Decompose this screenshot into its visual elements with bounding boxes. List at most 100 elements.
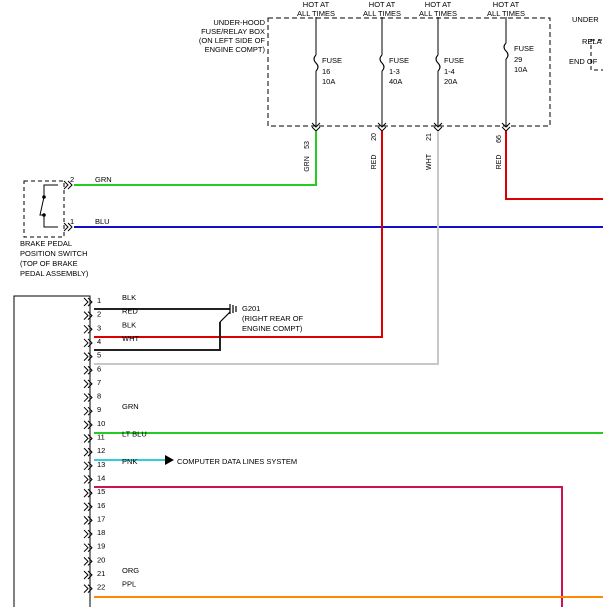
terminal-53-labels: 53 GRN <box>304 141 311 172</box>
fuse-output-lines <box>315 59 507 126</box>
pin-chevron <box>83 365 93 375</box>
pin-number: 18 <box>97 528 105 537</box>
pin-chevron <box>83 338 93 348</box>
fuse-relay-box <box>267 17 551 127</box>
brake-pin-2: 2 <box>70 175 74 184</box>
svg-text:END OF: END OF <box>569 57 598 66</box>
pin-chevron <box>83 488 93 498</box>
pin-number: 7 <box>97 378 101 387</box>
svg-text:FUSE/RELAY BOX: FUSE/RELAY BOX <box>201 27 265 36</box>
pin-number: 12 <box>97 446 105 455</box>
pin-chevron <box>83 447 93 457</box>
pin-chevron <box>83 516 93 525</box>
pin-chevron <box>83 420 93 430</box>
pin-chevron <box>83 406 93 416</box>
ground-id: G201 <box>242 304 260 313</box>
connector-pin-7: 7 <box>83 378 101 389</box>
connector-pin-10: 10 <box>83 419 105 430</box>
fuse-feed-lines <box>315 17 507 55</box>
connector-pin-15: 15 <box>83 487 105 498</box>
svg-text:10A: 10A <box>322 77 335 86</box>
pin-chevron <box>83 529 93 539</box>
svg-text:1-4: 1-4 <box>444 67 455 76</box>
svg-text:1-3: 1-3 <box>389 67 400 76</box>
pin-chevron <box>83 556 93 566</box>
pin-chevron <box>83 311 93 321</box>
pin-wire-label: BLK <box>122 293 136 302</box>
pin-number: 22 <box>97 583 105 592</box>
connector-pin-5: 5 <box>83 351 101 361</box>
wire-red-fuse-1-3 <box>94 131 383 338</box>
fuse-16-label: FUSE 16 10A <box>322 56 342 86</box>
wire-pnk-pin-13 <box>94 486 563 607</box>
connector-pin-14: 14 <box>83 473 105 484</box>
terminal-66-labels: 66 RED <box>496 135 503 169</box>
connector-pin-8: 8 <box>83 392 101 402</box>
brake-pedal-switch <box>23 180 73 238</box>
pin-wire-label: RED <box>122 307 138 316</box>
pin-number: 10 <box>97 419 105 428</box>
connector-pin-1: 1 BLK <box>83 293 136 307</box>
brake-pin-1: 1 <box>70 217 74 226</box>
right-partial-relay-label: RELA END OF <box>569 37 602 66</box>
pin-chevron <box>83 352 93 361</box>
wire-grn-brake <box>74 131 317 186</box>
svg-text:UNDER-HOOD: UNDER-HOOD <box>213 18 265 27</box>
svg-text:FUSE: FUSE <box>389 56 409 65</box>
fuse-symbols <box>313 42 509 72</box>
svg-text:40A: 40A <box>389 77 402 86</box>
wire-wht-fuse-1-4 <box>94 131 439 365</box>
pin-number: 1 <box>97 296 101 305</box>
svg-text:RED: RED <box>496 155 503 170</box>
svg-text:GRN: GRN <box>304 156 311 172</box>
svg-text:29: 29 <box>514 55 522 64</box>
brake-wire-blu-label: BLU <box>95 217 110 226</box>
connector-pin-2: 2 RED <box>83 307 138 321</box>
pin-chevron <box>83 297 93 307</box>
brake-switch-label: BRAKE PEDAL POSITION SWITCH (TOP OF BRAK… <box>20 239 89 278</box>
connector-pin-22: 22 PPL <box>83 580 136 594</box>
svg-text:RELA: RELA <box>582 37 602 46</box>
pin-wire-label: GRN <box>122 402 139 411</box>
svg-text:HOT AT: HOT AT <box>493 0 520 9</box>
pin-number: 2 <box>97 310 101 319</box>
pin-wire-label: BLK <box>122 320 136 329</box>
svg-text:(TOP OF BRAKE: (TOP OF BRAKE <box>20 259 78 268</box>
fuse-box-label: UNDER-HOOD FUSE/RELAY BOX (ON LEFT SIDE … <box>199 18 266 54</box>
pin-wire-label: PNK <box>122 457 137 466</box>
svg-text:BRAKE PEDAL: BRAKE PEDAL <box>20 239 72 248</box>
svg-text:WHT: WHT <box>426 153 433 170</box>
svg-text:ALL TIMES: ALL TIMES <box>487 9 525 18</box>
pin-number: 3 <box>97 323 101 332</box>
ground-location: (RIGHT REAR OF ENGINE COMPT) <box>242 314 304 333</box>
pin-wire-label: ORG <box>122 566 139 575</box>
connector-pin-19: 19 <box>83 542 105 553</box>
connector-pin-20: 20 <box>83 555 105 566</box>
hot-label-fuse-29: HOT AT ALL TIMES <box>487 0 525 18</box>
pin-number: 11 <box>97 433 105 442</box>
svg-text:(RIGHT REAR OF: (RIGHT REAR OF <box>242 314 304 323</box>
pin-wire-label: PPL <box>122 580 136 589</box>
brake-wire-grn-label: GRN <box>95 175 112 184</box>
svg-text:FUSE: FUSE <box>444 56 464 65</box>
connector-pin-6: 6 <box>83 364 101 375</box>
hot-label-fuse-1-3: HOT AT ALL TIMES <box>363 0 401 18</box>
svg-text:21: 21 <box>426 133 433 141</box>
fuse-1-3-label: FUSE 1-3 40A <box>389 56 409 86</box>
pin-number: 4 <box>97 337 101 346</box>
svg-text:53: 53 <box>304 141 311 149</box>
connector-pin-16: 16 <box>83 501 105 512</box>
svg-text:ALL TIMES: ALL TIMES <box>297 9 335 18</box>
connector-pin-3: 3 BLK <box>83 320 136 334</box>
pin-number: 20 <box>97 555 105 564</box>
pin-number: 9 <box>97 405 101 414</box>
hot-label-fuse-1-4: HOT AT ALL TIMES <box>419 0 457 18</box>
pin-number: 8 <box>97 392 101 401</box>
svg-text:(ON LEFT SIDE OF: (ON LEFT SIDE OF <box>199 36 266 45</box>
svg-text:FUSE: FUSE <box>322 56 342 65</box>
svg-text:20: 20 <box>371 133 378 141</box>
